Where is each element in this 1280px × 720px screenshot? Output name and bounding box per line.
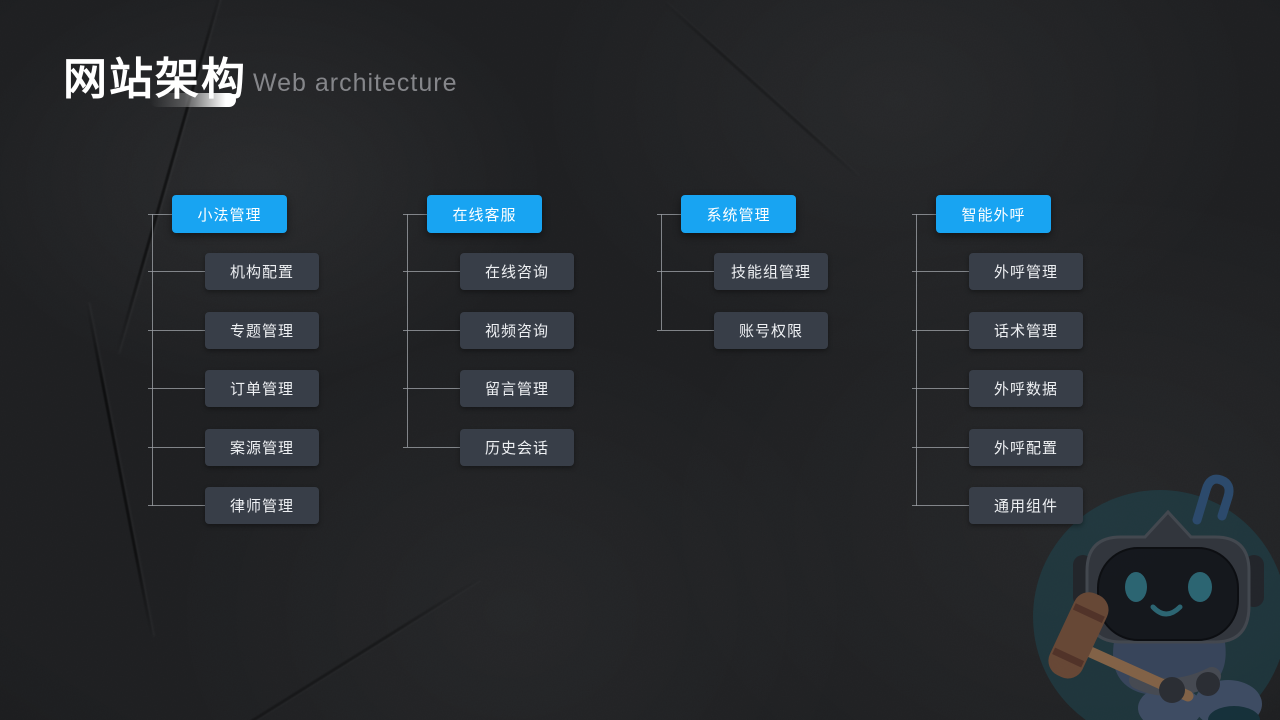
feature-node: 话术管理 bbox=[969, 311, 1083, 349]
feature-node: 机构配置 bbox=[205, 253, 319, 290]
feature-node: 历史会话 bbox=[460, 428, 574, 466]
feature-node: 通用组件 bbox=[969, 487, 1083, 524]
connector-line-horizontal bbox=[403, 388, 460, 389]
connector-line-horizontal bbox=[148, 213, 172, 215]
connector-line-horizontal bbox=[403, 271, 460, 272]
connector-line-horizontal bbox=[657, 271, 714, 272]
connector-line-horizontal bbox=[912, 446, 969, 448]
connector-line-horizontal bbox=[912, 505, 969, 506]
feature-node: 外呼配置 bbox=[969, 428, 1083, 466]
connector-line-horizontal bbox=[148, 329, 205, 331]
connector-line-vertical bbox=[661, 214, 662, 330]
feature-node: 案源管理 bbox=[205, 428, 319, 466]
feature-node: 在线咨询 bbox=[460, 253, 574, 290]
feature-node: 律师管理 bbox=[205, 487, 319, 524]
connector-line-horizontal bbox=[912, 271, 969, 272]
category-node: 在线客服 bbox=[427, 195, 542, 233]
connector-line-horizontal bbox=[148, 271, 205, 272]
connector-line-horizontal bbox=[403, 213, 427, 215]
connector-line-horizontal bbox=[657, 329, 714, 331]
feature-node: 视频咨询 bbox=[460, 311, 574, 349]
category-node: 智能外呼 bbox=[936, 195, 1051, 233]
feature-node: 账号权限 bbox=[714, 311, 828, 349]
connector-line-horizontal bbox=[912, 329, 969, 331]
connector-line-horizontal bbox=[148, 446, 205, 448]
connector-line-horizontal bbox=[403, 329, 460, 331]
feature-node: 留言管理 bbox=[460, 370, 574, 407]
feature-node: 外呼管理 bbox=[969, 253, 1083, 290]
connector-line-vertical bbox=[152, 214, 153, 506]
feature-node: 外呼数据 bbox=[969, 370, 1083, 407]
connector-line-vertical bbox=[407, 214, 408, 447]
connector-line-horizontal bbox=[912, 213, 936, 215]
feature-node: 技能组管理 bbox=[714, 253, 828, 290]
feature-node: 专题管理 bbox=[205, 311, 319, 349]
category-node: 系统管理 bbox=[681, 195, 796, 233]
connector-line-horizontal bbox=[148, 388, 205, 389]
connector-line-vertical bbox=[916, 214, 917, 506]
connector-line-horizontal bbox=[403, 446, 460, 448]
feature-node: 订单管理 bbox=[205, 370, 319, 407]
category-node: 小法管理 bbox=[172, 195, 287, 233]
connector-line-horizontal bbox=[657, 213, 681, 215]
connector-line-horizontal bbox=[912, 388, 969, 389]
connector-line-horizontal bbox=[148, 505, 205, 506]
